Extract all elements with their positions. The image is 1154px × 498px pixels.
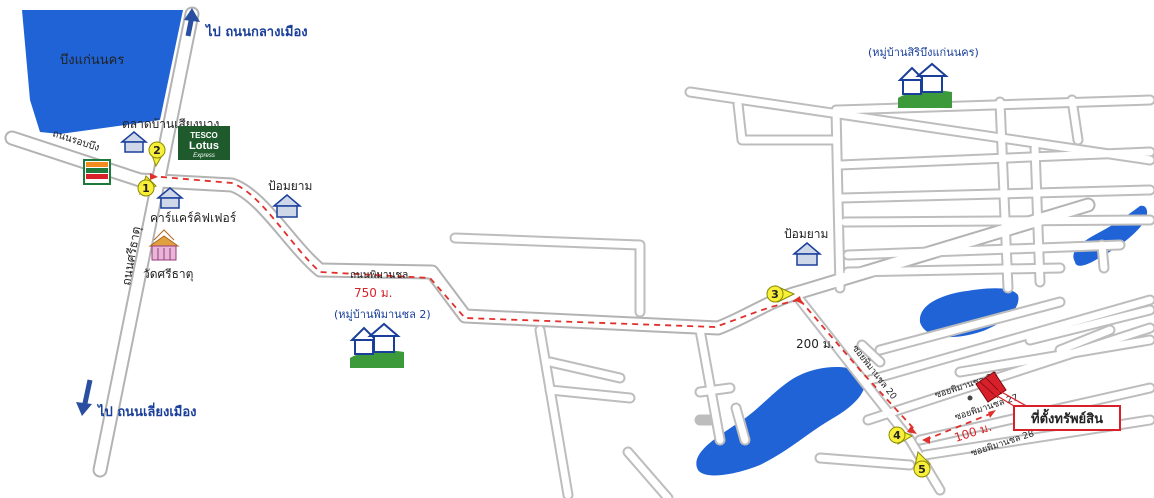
road-network-fill (6, 8, 1154, 498)
village-phiman-label: (หมู่บ้านพิมานชล 2) (334, 308, 431, 321)
north-direction-label: ไป ถนนกลางเมือง (204, 23, 308, 40)
village-icon (349, 322, 404, 368)
express-text: Express (193, 153, 215, 159)
route-arrowhead-2 (794, 296, 802, 304)
route-arrowhead-3 (907, 426, 917, 434)
house-icon (271, 194, 303, 218)
marker-1: 1 (137, 175, 157, 197)
temple-label: วัดศรีธาตุ (143, 267, 193, 282)
marker-5: 5 (913, 451, 931, 478)
distance-750-label: 750 ม. (354, 286, 392, 300)
marker-3: 3 (766, 285, 796, 303)
north-arrow-icon (184, 8, 200, 37)
route-arrowhead-1 (150, 173, 158, 180)
tesco-text: TESCO (190, 131, 218, 140)
house-icon (119, 131, 149, 153)
seven-eleven-text: 7-ELEVEn (88, 178, 107, 183)
marker-2-number: 2 (153, 144, 161, 157)
property-label-box: ที่ตั้งทรัพย์สิน (1013, 405, 1121, 431)
pond-south (696, 367, 866, 476)
lotus-text: Lotus (189, 140, 219, 152)
route-arrowhead-5 (988, 410, 996, 418)
south-direction-label: ไป ถนนเลี่ยงเมือง (96, 402, 197, 420)
route-arrowhead-4 (922, 436, 930, 444)
police-box-2-label: ป้อมยาม (784, 227, 828, 241)
police-box-1-label: ป้อมยาม (268, 179, 312, 193)
seven-eleven-logo: 7-ELEVEn (83, 159, 111, 185)
south-arrow-icon (76, 379, 93, 416)
phiman-road-label: ถนนพิมานชล (350, 270, 408, 281)
village-siri-label: (หมู่บ้านสิริบึงแก่นนคร) (868, 46, 979, 59)
property-location-label: ที่ตั้งทรัพย์สิน (1031, 408, 1103, 427)
marker-5-number: 5 (918, 463, 926, 476)
marker-1-number: 1 (142, 182, 150, 195)
lake-bueng-kaen-nakhon (22, 10, 183, 134)
temple-icon (148, 229, 180, 261)
marker-4-number: 4 (893, 429, 901, 442)
tesco-lotus-logo: TESCO Lotus Express (178, 126, 230, 160)
village-icon (897, 62, 952, 108)
marker-3-number: 3 (771, 288, 779, 301)
marker-4: 4 (888, 426, 914, 445)
carecare-label: คาร์แคร์คิฟเฟอร์ (150, 211, 237, 225)
distance-200-label: 200 ม. (796, 337, 834, 351)
lake-label: บึงแก่นนคร (60, 53, 124, 68)
house-icon (791, 242, 823, 266)
house-icon (155, 187, 185, 209)
marker-2: 2 (148, 141, 166, 168)
route-path (149, 175, 996, 441)
